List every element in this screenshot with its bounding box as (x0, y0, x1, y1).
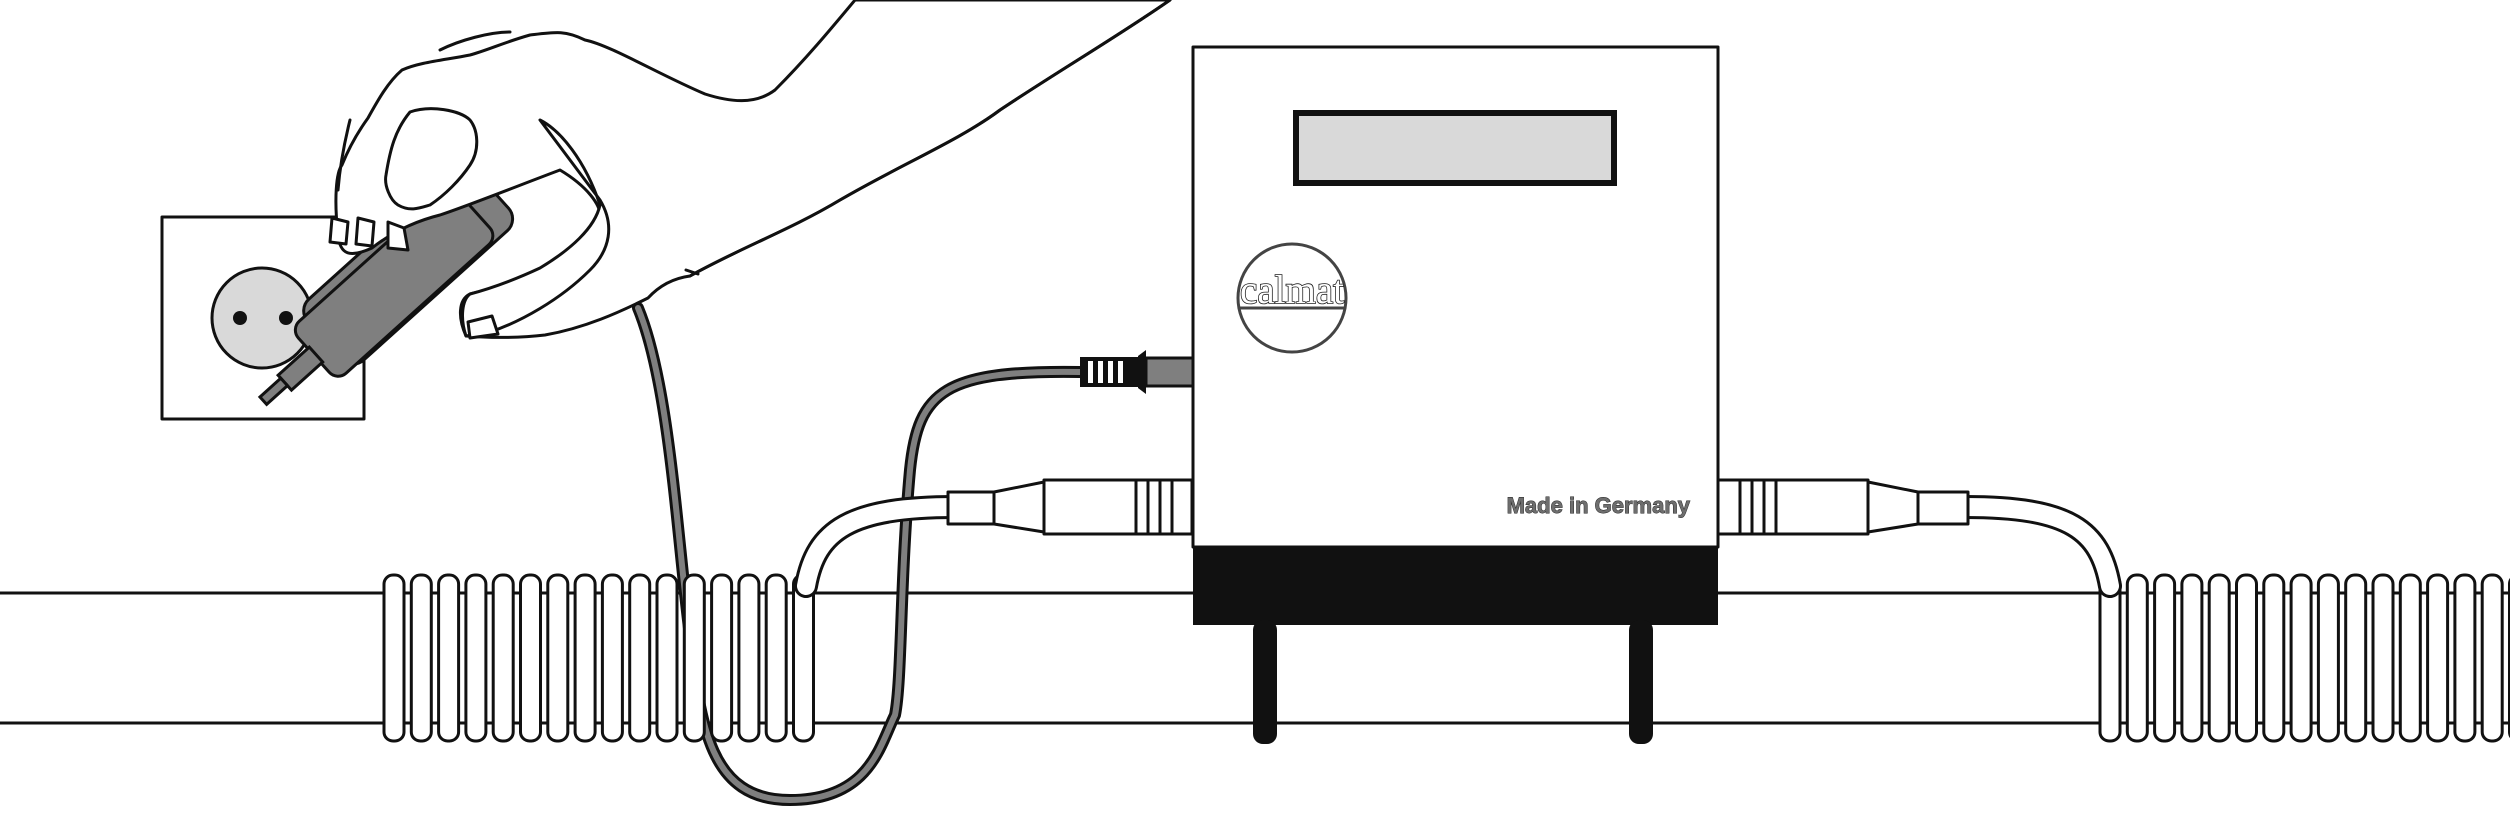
coil-loop (655, 573, 679, 743)
coil-loop (710, 573, 734, 743)
brand-logo: calmat (1236, 242, 1348, 354)
coil-loop (764, 573, 788, 743)
coil-loop (2262, 573, 2286, 743)
coil-loop (2371, 573, 2395, 743)
coil-loop (2398, 573, 2422, 743)
right-connector (1716, 478, 1970, 536)
coil-loop (2207, 573, 2231, 743)
coil-loop (737, 573, 761, 743)
right-signal-coil (2098, 573, 2510, 743)
brand-text: calmat (1240, 267, 1344, 312)
coil-loop (519, 573, 542, 743)
coil-loop (2316, 573, 2340, 743)
coil-loop (792, 573, 815, 743)
coil-loop (409, 573, 433, 743)
coil-loop (437, 573, 461, 743)
coil-loop (2453, 573, 2477, 743)
coil-loop (2289, 573, 2313, 743)
left-coil-lead (794, 495, 967, 598)
coil-loop (2180, 573, 2204, 743)
unit-base (1193, 547, 1718, 625)
coil-loop (491, 573, 515, 743)
coil-loop (2098, 573, 2122, 743)
left-leg (1253, 620, 1277, 744)
socket-pin-left (233, 311, 247, 325)
right-leg (1629, 620, 1653, 744)
coil-loop (382, 573, 406, 743)
coil-loop (628, 573, 652, 743)
coil-loop (600, 573, 624, 743)
socket-pin-right (279, 311, 293, 325)
coil-loop (2125, 573, 2149, 743)
coil-loop (2426, 573, 2450, 743)
coil-loop (2235, 573, 2258, 743)
coil-loop (546, 573, 570, 743)
left-signal-coil (382, 573, 815, 743)
left-connector (946, 478, 1194, 536)
coil-loop (2153, 573, 2177, 743)
coil-loop (464, 573, 488, 743)
power-jack (1080, 350, 1196, 394)
coil-loop (2480, 573, 2504, 743)
made-in-label: Made in Germany (1507, 493, 1691, 518)
coil-loop (573, 573, 597, 743)
coil-loop (682, 573, 706, 743)
display-window (1293, 110, 1617, 186)
hand-icon (328, 0, 1172, 340)
right-coil-lead (1953, 495, 2122, 598)
coil-loop (2344, 573, 2368, 743)
control-unit-icon: calmat Made in Germany (1191, 45, 1720, 744)
